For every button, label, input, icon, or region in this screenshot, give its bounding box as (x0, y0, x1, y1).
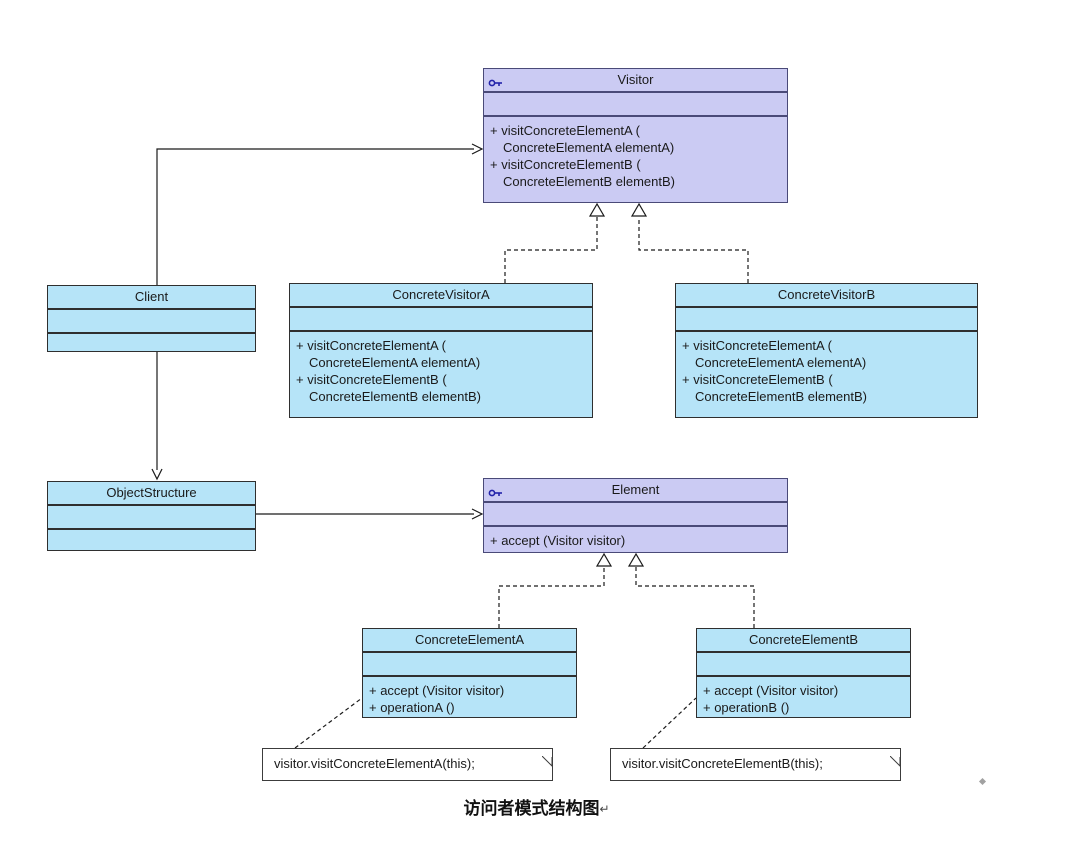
class-name: ConcreteVisitorA (392, 287, 490, 302)
class-concrete-element-a: ConcreteElementA + accept (Visitor visit… (362, 628, 577, 718)
class-name: Client (134, 289, 169, 304)
note-fold-icon (541, 748, 553, 768)
class-name: ConcreteElementB (748, 632, 859, 647)
triangle-visitor-right (630, 202, 648, 217)
realization-concretevisitora-visitor (504, 217, 598, 283)
method-line: + visitConcreteElementB ( (490, 157, 641, 172)
method-line: ConcreteElementA elementA) (309, 355, 481, 370)
note-fold-icon (889, 748, 901, 768)
note-text: visitor.visitConcreteElementB(this); (622, 756, 823, 771)
arrowhead-objectstructure-element (471, 508, 484, 520)
note-link-b (642, 697, 697, 749)
class-concrete-visitor-a: ConcreteVisitorA + visitConcreteElementA… (289, 283, 593, 418)
method-line: + visitConcreteElementB ( (296, 372, 447, 387)
attributes-section (363, 651, 576, 675)
class-visitor: Visitor + visitConcreteElementA ( Concre… (483, 68, 788, 203)
method-line: ConcreteElementA elementA) (695, 355, 867, 370)
method-line: ConcreteElementB elementB) (503, 174, 675, 189)
triangle-visitor-left (588, 202, 606, 217)
key-icon (488, 74, 504, 87)
method-line: + visitConcreteElementA ( (296, 338, 446, 353)
method-line: ConcreteElementB elementB) (309, 389, 481, 404)
attributes-section (697, 651, 910, 675)
attributes-section (48, 504, 255, 528)
class-concrete-element-b-title-bar: ConcreteElementB (697, 629, 910, 651)
note-a: visitor.visitConcreteElementA(this); (262, 748, 553, 781)
method-line: + accept (Visitor visitor) (703, 683, 839, 698)
class-concrete-visitor-a-title-bar: ConcreteVisitorA (290, 284, 592, 306)
realization-concretevisitorb-visitor (638, 217, 749, 283)
class-client-title-bar: Client (48, 286, 255, 308)
note-b: visitor.visitConcreteElementB(this); (610, 748, 901, 781)
note-text: visitor.visitConcreteElementA(this); (274, 756, 475, 771)
attributes-section (48, 308, 255, 332)
method-line: + accept (Visitor visitor) (369, 683, 505, 698)
method-line: + operationB () (703, 700, 790, 715)
class-name: Element (611, 482, 660, 497)
methods-section: + visitConcreteElementA ( ConcreteElemen… (484, 115, 787, 202)
methods-section: + visitConcreteElementA ( ConcreteElemen… (290, 330, 592, 417)
methods-section: + accept (Visitor visitor) (484, 525, 787, 552)
key-icon (488, 484, 504, 497)
class-concrete-visitor-b: ConcreteVisitorB + visitConcreteElementA… (675, 283, 978, 418)
method-line: ConcreteElementB elementB) (695, 389, 867, 404)
methods-section (48, 528, 255, 550)
class-concrete-element-b: ConcreteElementB + accept (Visitor visit… (696, 628, 911, 718)
class-name: ObjectStructure (106, 485, 197, 500)
arrowhead-client-objectstructure (151, 468, 163, 481)
caption-text: 访问者模式结构图 (463, 799, 600, 818)
association-client-visitor (156, 148, 474, 285)
class-element-title-bar: Element (484, 479, 787, 501)
class-object-structure: ObjectStructure (47, 481, 256, 551)
class-client: Client (47, 285, 256, 352)
methods-section: + accept (Visitor visitor) + operationB … (697, 675, 910, 717)
method-line: + visitConcreteElementA ( (490, 123, 640, 138)
attributes-section (676, 306, 977, 330)
method-line: + accept (Visitor visitor) (490, 533, 626, 548)
cursor-artifact-icon (978, 777, 987, 786)
methods-section: + visitConcreteElementA ( ConcreteElemen… (676, 330, 977, 417)
realization-concreteelementa-element (498, 567, 605, 628)
triangle-element-right (627, 552, 645, 567)
realization-concreteelementb-element (635, 567, 755, 628)
method-line: + operationA () (369, 700, 455, 715)
class-object-structure-title-bar: ObjectStructure (48, 482, 255, 504)
attributes-section (290, 306, 592, 330)
attributes-section (484, 91, 787, 115)
paragraph-return-mark: ↵ (599, 802, 610, 816)
method-line: ConcreteElementA elementA) (503, 140, 675, 155)
note-link-a (294, 697, 363, 749)
class-element: Element + accept (Visitor visitor) (483, 478, 788, 553)
diagram-caption: 访问者模式结构图↵ (0, 794, 1073, 819)
triangle-element-left (595, 552, 613, 567)
methods-section: + accept (Visitor visitor) + operationA … (363, 675, 576, 717)
class-concrete-visitor-b-title-bar: ConcreteVisitorB (676, 284, 977, 306)
class-name: ConcreteVisitorB (777, 287, 876, 302)
class-name: ConcreteElementA (414, 632, 525, 647)
class-visitor-title-bar: Visitor (484, 69, 787, 91)
method-line: + visitConcreteElementA ( (682, 338, 832, 353)
method-line: + visitConcreteElementB ( (682, 372, 833, 387)
attributes-section (484, 501, 787, 525)
class-name: Visitor (617, 72, 654, 87)
class-concrete-element-a-title-bar: ConcreteElementA (363, 629, 576, 651)
methods-section (48, 332, 255, 351)
arrowhead-client-visitor (471, 143, 484, 155)
